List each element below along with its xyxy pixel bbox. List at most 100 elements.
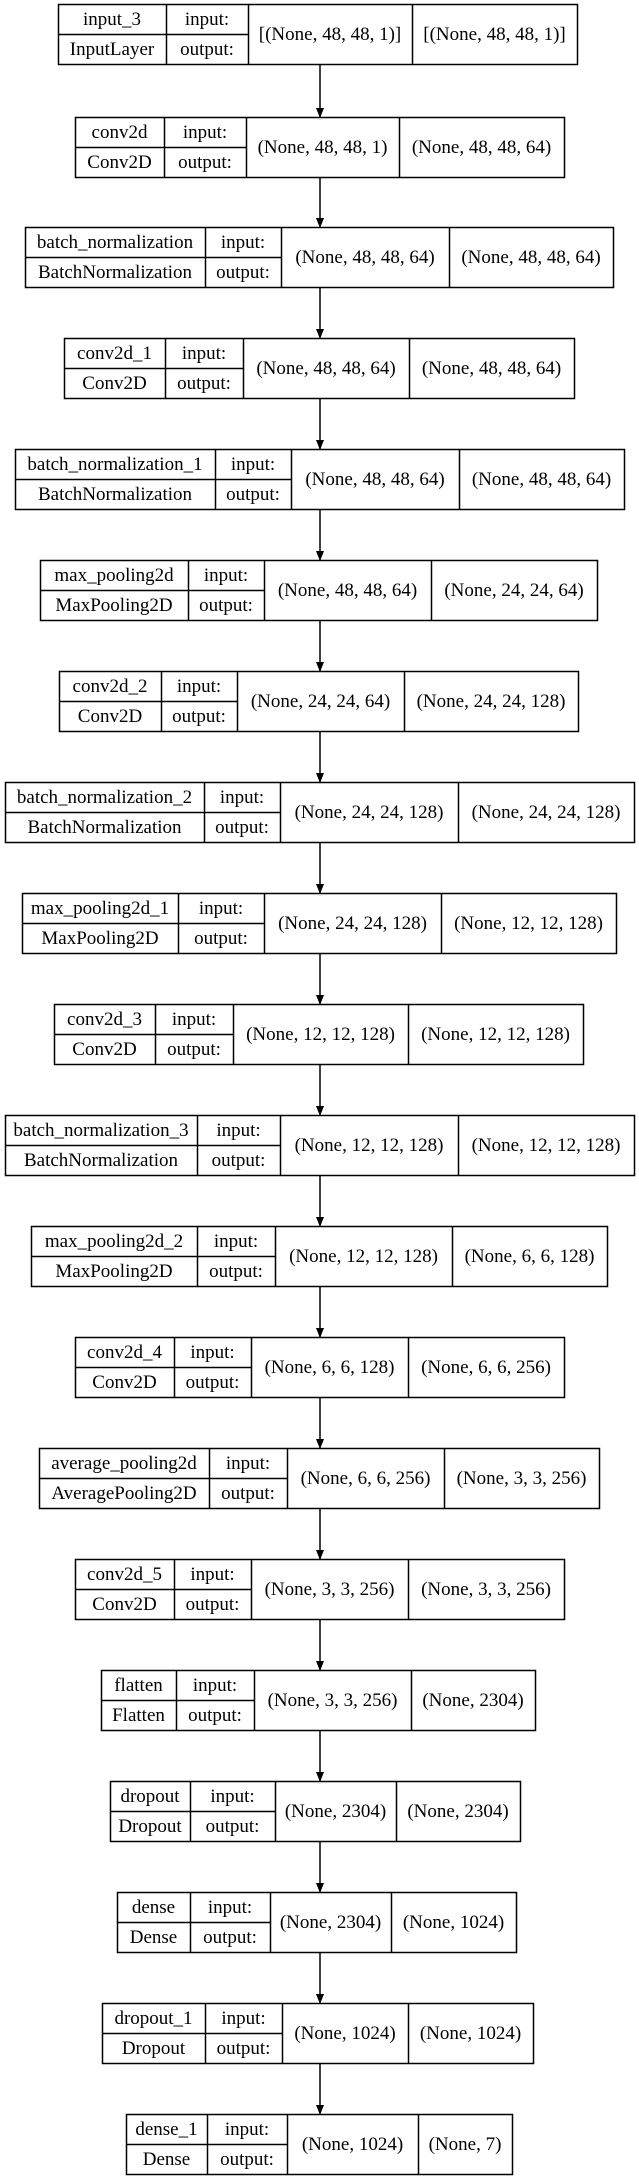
layer-type: Conv2D [87, 152, 151, 173]
layer-name: conv2d_5 [87, 1564, 162, 1585]
input-shape: (None, 2304) [285, 1801, 386, 1822]
layer-type: Conv2D [82, 373, 146, 394]
output-label: output: [206, 1816, 260, 1837]
input-label: input: [214, 1231, 258, 1252]
layer-name: batch_normalization [37, 232, 194, 253]
input-shape: (None, 48, 48, 64) [278, 580, 417, 601]
input-shape: (None, 3, 3, 256) [268, 1690, 398, 1711]
layer-name: conv2d_2 [73, 676, 148, 697]
input-shape: (None, 48, 48, 64) [305, 469, 444, 490]
input-shape: (None, 12, 12, 128) [246, 1024, 395, 1045]
output-label: output: [217, 2038, 271, 2059]
layer-name: batch_normalization_1 [27, 454, 202, 475]
output-shape: (None, 48, 48, 64) [472, 469, 611, 490]
layer-name: conv2d_1 [77, 343, 152, 364]
output-shape: (None, 24, 24, 128) [472, 802, 621, 823]
input-shape: (None, 6, 6, 128) [265, 1357, 395, 1378]
output-shape: (None, 24, 24, 128) [417, 691, 566, 712]
output-shape: (None, 48, 48, 64) [461, 247, 600, 268]
input-label: input: [190, 1342, 234, 1363]
layer-type: Flatten [112, 1705, 165, 1726]
layer-type: Conv2D [92, 1594, 156, 1615]
output-label: output: [186, 1372, 240, 1393]
layer-type: AveragePooling2D [51, 1483, 196, 1504]
layer-name: batch_normalization_2 [17, 787, 192, 808]
output-shape: (None, 12, 12, 128) [472, 1135, 621, 1156]
output-label: output: [216, 262, 270, 283]
output-label: output: [215, 817, 269, 838]
input-shape: (None, 48, 48, 64) [295, 247, 434, 268]
output-shape: (None, 12, 12, 128) [454, 913, 603, 934]
input-label: input: [210, 1786, 254, 1807]
output-shape: (None, 1024) [403, 1912, 504, 1933]
layer-type: MaxPooling2D [55, 1261, 172, 1282]
input-label: input: [193, 1675, 237, 1696]
layer-name: max_pooling2d [54, 565, 174, 586]
output-label: output: [209, 1261, 263, 1282]
output-label: output: [220, 2149, 274, 2170]
layer-node: batch_normalizationBatchNormalizationinp… [24, 226, 615, 289]
layer-name: conv2d_4 [87, 1342, 162, 1363]
layer-name: input_3 [83, 9, 141, 30]
layer-name: dense [132, 1897, 175, 1918]
output-label: output: [199, 595, 253, 616]
output-label: output: [212, 1150, 266, 1171]
layer-name: conv2d [92, 122, 148, 143]
layer-name: conv2d_3 [67, 1009, 142, 1030]
layer-type: MaxPooling2D [55, 595, 172, 616]
output-shape: (None, 48, 48, 64) [412, 137, 551, 158]
input-label: input: [221, 2008, 265, 2029]
output-label: output: [172, 706, 226, 727]
input-label: input: [220, 787, 264, 808]
output-label: output: [194, 928, 248, 949]
output-shape: (None, 7) [429, 2134, 502, 2155]
output-shape: (None, 6, 6, 128) [465, 1246, 595, 1267]
layer-type: Conv2D [78, 706, 142, 727]
input-shape: (None, 1024) [294, 2023, 395, 2044]
layer-node: batch_normalization_1BatchNormalizationi… [14, 448, 626, 511]
layer-type: BatchNormalization [38, 484, 193, 505]
layer-type: BatchNormalization [24, 1150, 179, 1171]
layer-name: flatten [114, 1675, 163, 1696]
layer-name: max_pooling2d_2 [45, 1231, 183, 1252]
input-label: input: [172, 1009, 216, 1030]
output-label: output: [188, 1705, 242, 1726]
input-shape: (None, 12, 12, 128) [289, 1246, 438, 1267]
layer-node: max_pooling2d_1MaxPooling2Dinput:output:… [21, 892, 618, 955]
output-shape: (None, 2304) [407, 1801, 508, 1822]
input-shape: (None, 12, 12, 128) [295, 1135, 444, 1156]
input-label: input: [182, 343, 226, 364]
input-label: input: [185, 9, 229, 30]
layer-type: Conv2D [72, 1039, 136, 1060]
output-label: output: [186, 1594, 240, 1615]
layer-name: max_pooling2d_1 [31, 898, 169, 919]
input-label: input: [204, 565, 248, 586]
output-label: output: [203, 1927, 257, 1948]
output-label: output: [226, 484, 280, 505]
layer-type: Dense [143, 2149, 190, 2170]
layer-type: Dropout [122, 2038, 186, 2059]
input-label: input: [177, 676, 221, 697]
input-shape: (None, 6, 6, 256) [301, 1468, 431, 1489]
input-label: input: [183, 122, 227, 143]
output-label: output: [177, 373, 231, 394]
input-label: input: [225, 2119, 269, 2140]
output-shape: (None, 48, 48, 64) [422, 358, 561, 379]
output-label: output: [178, 152, 232, 173]
output-shape: (None, 2304) [422, 1690, 523, 1711]
output-shape: (None, 3, 3, 256) [421, 1579, 551, 1600]
layer-type: BatchNormalization [27, 817, 182, 838]
layer-node: average_pooling2dAveragePooling2Dinput:o… [38, 1447, 601, 1510]
